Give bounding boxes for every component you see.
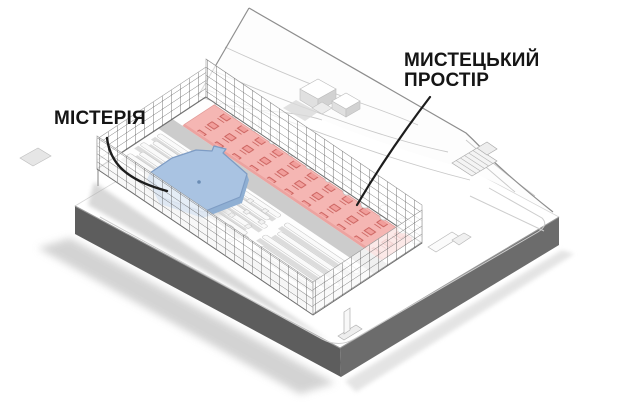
bench-east bbox=[427, 231, 472, 253]
label-misteriya: МІСТЕРІЯ bbox=[54, 108, 146, 129]
hill-stairs bbox=[451, 141, 498, 177]
slab-right-face bbox=[340, 217, 559, 377]
art-space-furniture bbox=[187, 107, 411, 257]
fence-shadow bbox=[88, 182, 330, 342]
art-space-strip bbox=[182, 104, 415, 261]
walkway-line-2 bbox=[469, 195, 545, 232]
leader-art-space bbox=[355, 95, 432, 207]
art-space-lip bbox=[182, 124, 385, 261]
fence-back-right bbox=[205, 58, 423, 244]
leader-misteriya bbox=[105, 136, 169, 193]
slab-front-edge bbox=[74, 205, 560, 349]
leader-lines bbox=[105, 95, 432, 207]
gate-frame-south bbox=[337, 307, 363, 341]
walkway-line bbox=[99, 187, 546, 344]
fences bbox=[96, 58, 423, 316]
outer-step bbox=[19, 147, 52, 167]
ground-shadow bbox=[38, 238, 574, 394]
terrain-hill bbox=[197, 7, 554, 213]
label-art-space: МИСТЕЦЬКИЙ ПРОСТІР bbox=[404, 50, 540, 91]
hill-buildings bbox=[283, 78, 361, 121]
slab-left-face bbox=[75, 206, 341, 377]
stage-center-mark bbox=[197, 180, 201, 184]
fence-front-right bbox=[312, 209, 423, 316]
